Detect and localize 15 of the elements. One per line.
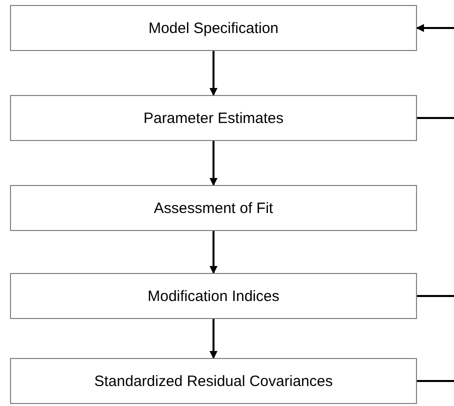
- process-box: [10, 5, 417, 51]
- arrow: [210, 231, 218, 274]
- process-box: [10, 95, 417, 141]
- box-label: Parameter Estimates: [143, 110, 284, 126]
- arrow: [210, 51, 218, 96]
- box-label: Modification Indices: [148, 288, 280, 304]
- process-box: [10, 358, 417, 404]
- box-label: Model Specification: [148, 20, 279, 36]
- arrow: [210, 319, 218, 359]
- box-label: Standardized Residual Covariances: [94, 372, 333, 390]
- arrow: [416, 24, 454, 32]
- process-box: [10, 273, 417, 319]
- arrow: [210, 141, 218, 186]
- box-label: Assessment of Fit: [154, 200, 274, 216]
- process-box: [10, 185, 417, 231]
